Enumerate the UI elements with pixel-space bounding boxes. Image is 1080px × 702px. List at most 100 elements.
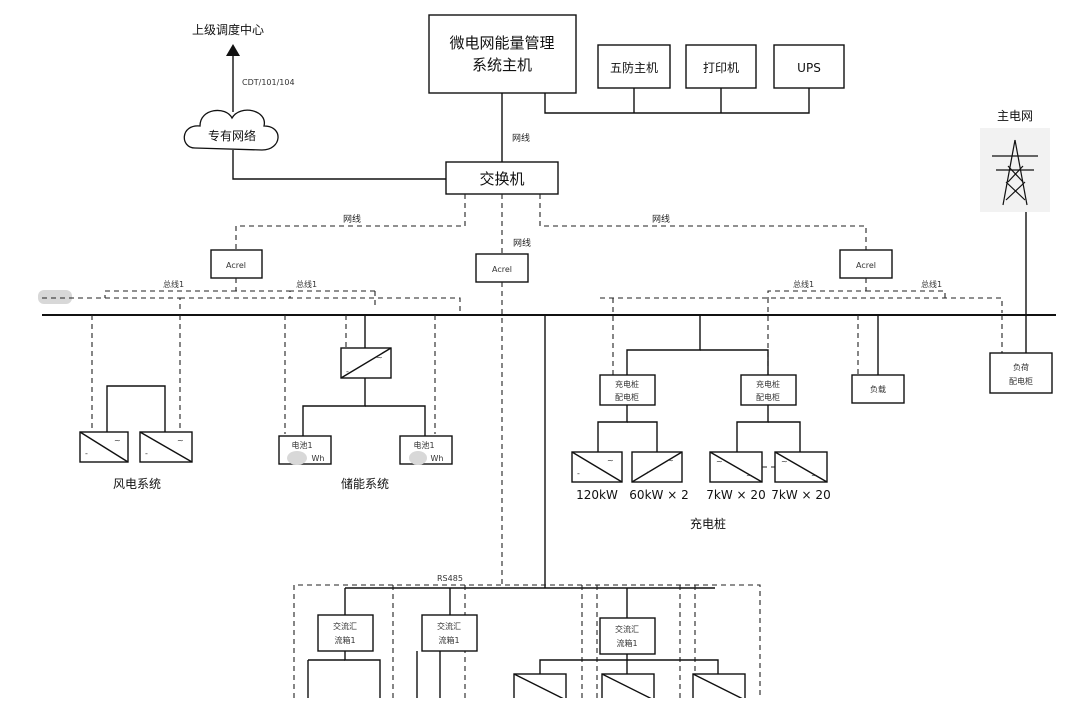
switch-to-right-meter [539, 194, 867, 250]
svg-text:~: ~ [667, 456, 674, 465]
pv-inverter-1-icon [513, 673, 567, 702]
charging-cabinet-2-box [740, 374, 797, 406]
right-meter-drop-a [767, 278, 867, 298]
storage-branch-left [302, 378, 366, 436]
network-cable-label-top: 网线 [512, 132, 530, 144]
charge-feeder-right [700, 349, 769, 375]
combiner-1-out [344, 651, 381, 698]
network-cable-label-left: 网线 [343, 213, 361, 225]
svg-text:-: - [346, 367, 349, 376]
battery-2-label-2: Wh [431, 454, 444, 463]
charger-7b-label: 7kW × 20 [771, 488, 830, 502]
printer-label: 打印机 [703, 61, 739, 75]
upper-dispatch-label: 上级调度中心 [192, 22, 264, 37]
charge-feeder-left [626, 315, 701, 375]
storage-system-label: 储能系统 [341, 476, 389, 491]
right-meter-drop-b [866, 290, 946, 298]
meter-center-box [475, 253, 529, 283]
battery-2-label-1: 电池1 [413, 440, 434, 450]
charging-cabinet-2-line2: 配电柜 [756, 392, 780, 402]
charger-7a-icon: ~~ [709, 451, 763, 483]
printer-box [685, 44, 757, 89]
combiner-2-line1: 交流汇 [437, 621, 461, 631]
wind-feeder [106, 385, 166, 432]
combiner-1-box [317, 614, 374, 652]
charger-60-label: 60kW × 2 [629, 488, 688, 502]
svg-text:~: ~ [607, 456, 614, 465]
svg-text:~: ~ [716, 457, 723, 466]
blurred-tag-battery-2 [409, 451, 427, 465]
peripheral-bus [544, 88, 810, 114]
loads-box [851, 374, 905, 404]
svg-text:~: ~ [746, 471, 753, 480]
cloud-icon [183, 109, 279, 151]
charge-branch-1b [627, 421, 658, 452]
ups-label: UPS [797, 61, 821, 75]
left-meter-drop [235, 278, 291, 298]
meter-left-label: Acrel [226, 261, 246, 270]
load-cabinet-line1: 负荷 [1013, 362, 1029, 372]
load-cabinet-line2: 配电柜 [1009, 376, 1033, 386]
charging-cabinet-1-line2: 配电柜 [615, 392, 639, 402]
meter-center-label: Acrel [492, 265, 512, 274]
svg-text:~: ~ [376, 353, 383, 362]
pv-inverter-2-icon [601, 673, 655, 702]
charge-branch-2a [736, 405, 769, 452]
load-cabinet-box [989, 352, 1053, 394]
loads-label: 负载 [870, 384, 886, 394]
charging-cabinet-1-box [599, 374, 656, 406]
meter-right-label: Acrel [856, 261, 876, 270]
ems-host-box [428, 14, 577, 94]
svg-text:~: ~ [781, 457, 788, 466]
combiner-3-line2: 流箱1 [616, 638, 637, 648]
blurred-tag-left [38, 290, 72, 304]
ems-title-line2: 系统主机 [472, 56, 532, 74]
wind-inverter-1-icon: -~ [79, 431, 129, 463]
svg-text:-: - [145, 449, 148, 458]
combiner-2-line2: 流箱1 [438, 635, 459, 645]
anti-misoperation-label: 五防主机 [610, 60, 658, 75]
switch-label: 交换机 [479, 170, 524, 188]
battery-1-label-2: Wh [312, 454, 325, 463]
right-485-bus [600, 297, 1003, 313]
battery-1-label-1: 电池1 [291, 440, 312, 450]
power-tower-icon [992, 139, 1038, 206]
network-cable-label-right: 网线 [652, 213, 670, 225]
charging-cabinet-2-line1: 充电桩 [756, 379, 780, 389]
combiner-1-line1: 交流汇 [333, 621, 357, 631]
combiner-3-box [599, 617, 656, 655]
storage-branch-right [365, 405, 426, 436]
arrow-up-icon [226, 44, 240, 56]
blurred-tag-battery-1 [287, 451, 307, 465]
charge-branch-1a [597, 405, 628, 452]
meter-left-box [210, 249, 263, 279]
svg-text:-: - [577, 469, 580, 478]
svg-text:~: ~ [811, 471, 818, 480]
combiner-1-line2: 流箱1 [334, 635, 355, 645]
charging-cabinet-1-line1: 充电桩 [615, 379, 639, 389]
ems-title-line1: 微电网能量管理 [449, 34, 554, 52]
charger-120-icon: -~ [571, 451, 623, 483]
charger-7b-icon: ~~ [774, 451, 828, 483]
protocol-label: CDT/101/104 [242, 78, 295, 87]
svg-text:~: ~ [114, 436, 121, 445]
svg-text:-: - [85, 449, 88, 458]
combiner-2-box [421, 614, 478, 652]
rs485-label: RS485 [437, 574, 463, 583]
main-grid-label: 主电网 [997, 109, 1033, 123]
wind-inverter-2-icon: -~ [139, 431, 193, 463]
switch-to-left-meter [235, 194, 466, 250]
network-cable-label-center: 网线 [513, 237, 531, 249]
left-485-bus-c [104, 290, 236, 298]
switch-box [445, 161, 559, 195]
combiner-3-line1: 交流汇 [615, 624, 639, 634]
svg-text:~: ~ [177, 436, 184, 445]
private-network-label: 专有网络 [208, 128, 256, 143]
lower-rs485-frame [293, 584, 761, 698]
left-485-bus-b [180, 297, 461, 313]
charger-60-icon: -~ [631, 451, 683, 483]
combiner-3-out-a [539, 654, 628, 674]
combiner-3-out-b [627, 659, 719, 674]
